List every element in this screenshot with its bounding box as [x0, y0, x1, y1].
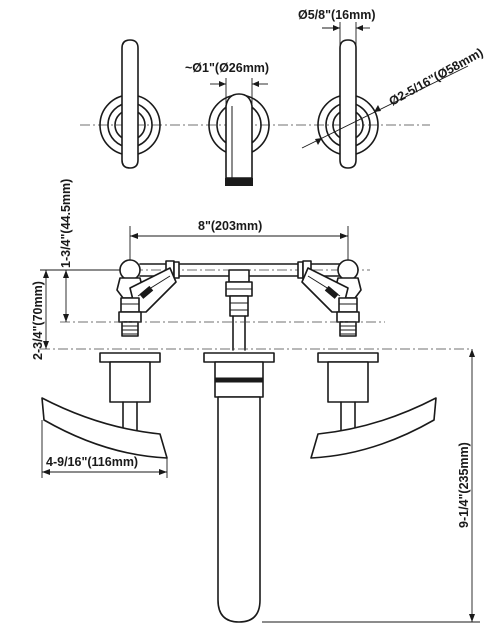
flange-diameter-label: Ø2-5/16"(Ø58mm) [387, 45, 486, 108]
spout-side-view [203, 352, 275, 623]
left-valve-body [116, 259, 177, 337]
body-height-dimension [40, 269, 58, 349]
center-spout-valve [225, 269, 253, 351]
handle-length-dimension [41, 420, 168, 478]
spread-dimension [129, 226, 349, 262]
spout-diameter-label: ~Ø1"(Ø26mm) [185, 61, 269, 75]
spout-aerator [225, 178, 253, 186]
handle-rise-dimension [58, 269, 120, 322]
spread-label: 8"(203mm) [198, 219, 262, 233]
spout-diameter-dimension [210, 78, 268, 104]
flange-diameter-dimension [301, 65, 469, 149]
handle-length-label: 4-9/16"(116mm) [46, 455, 138, 469]
spout-top-view [208, 93, 270, 186]
front-view: 8"(203mm) [31, 179, 480, 623]
body-height-label: 2-3/4"(70mm) [31, 281, 45, 360]
left-handle-top-view [99, 39, 161, 169]
left-handle-side-view [41, 352, 168, 459]
right-valve-body [301, 259, 362, 337]
right-handle-side-view [310, 352, 437, 459]
spout-reach-label: 9-1/4"(235mm) [457, 442, 471, 528]
spout-reach-dimension [262, 349, 480, 623]
handle-rise-label: 1-3/4"(44.5mm) [59, 179, 73, 268]
handle-diameter-dimension [322, 22, 370, 48]
right-handle-top-view [317, 39, 379, 169]
top-view: Ø5/8"(16mm) ~Ø1"(Ø26mm) Ø2-5/16"(Ø58mm) [80, 8, 486, 186]
handle-diameter-label: Ø5/8"(16mm) [298, 8, 375, 22]
